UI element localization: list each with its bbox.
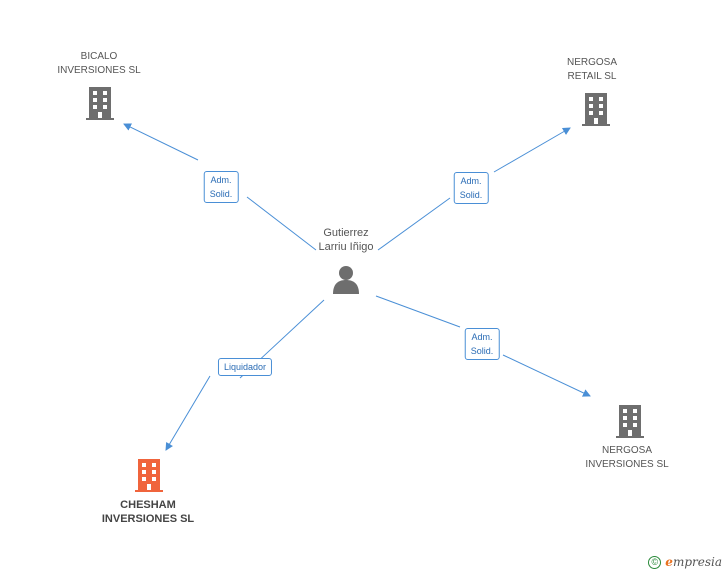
brand-first-letter: e (665, 555, 673, 569)
node-bicalo-line1: BICALO (80, 51, 118, 62)
edge-chesham-line1: Liquidador (223, 362, 267, 372)
brand-logo: empresia (665, 555, 722, 569)
node-label-chesham[interactable]: CHESHAM INVERSIONES SL (102, 498, 194, 526)
edge-bicalo (124, 124, 317, 251)
copyright-icon: © (648, 555, 662, 569)
node-label-nergosa-inv[interactable]: NERGOSA INVERSIONES SL (585, 444, 668, 472)
node-person-line1: Gutierrez (323, 227, 369, 239)
node-chesham-line1: CHESHAM (120, 499, 176, 511)
building-icon-nergosa-retail[interactable] (582, 93, 610, 126)
node-person-line2: Larriu Iñigo (318, 241, 374, 253)
node-label-nergosa-retail[interactable]: NERGOSA RETAIL SL (567, 56, 617, 84)
node-bicalo-line2: INVERSIONES SL (57, 65, 141, 76)
edge-label-nergosa-inv: Adm. Solid. (464, 328, 500, 360)
node-chesham-line2: INVERSIONES SL (101, 513, 195, 525)
footer-watermark: © empresia (648, 555, 722, 569)
edge-label-bicalo: Adm. Solid. (203, 171, 239, 203)
edge-nergosa-inv-line2: Solid. (470, 346, 494, 356)
building-icon-nergosa-inv[interactable] (616, 405, 644, 438)
edge-nergosa-inv-line1: Adm. (471, 332, 493, 342)
building-icon-chesham[interactable] (135, 459, 163, 492)
edge-nergosa-retail-line2: Solid. (459, 190, 483, 200)
node-nergosa-retail-line2: RETAIL SL (567, 71, 617, 82)
node-label-bicalo[interactable]: BICALO INVERSIONES SL (57, 50, 140, 78)
edge-label-chesham: Liquidador (217, 358, 273, 376)
building-icon-bicalo[interactable] (86, 87, 114, 120)
edge-bicalo-line1: Adm. (210, 175, 232, 185)
person-icon[interactable] (333, 266, 359, 294)
edge-nergosa-inv (375, 295, 590, 396)
edge-bicalo-line2: Solid. (209, 189, 233, 199)
node-nergosa-retail-line1: NERGOSA (566, 57, 618, 68)
node-label-person[interactable]: Gutierrez Larriu Iñigo (318, 226, 373, 254)
edge-nergosa-retail-line1: Adm. (460, 176, 482, 186)
edge-nergosa-retail (377, 128, 570, 251)
node-nergosa-inv-line2: INVERSIONES SL (585, 459, 669, 470)
brand-rest: mpresia (672, 555, 722, 569)
node-nergosa-inv-line1: NERGOSA (601, 445, 653, 456)
edge-label-nergosa-retail: Adm. Solid. (453, 172, 489, 204)
